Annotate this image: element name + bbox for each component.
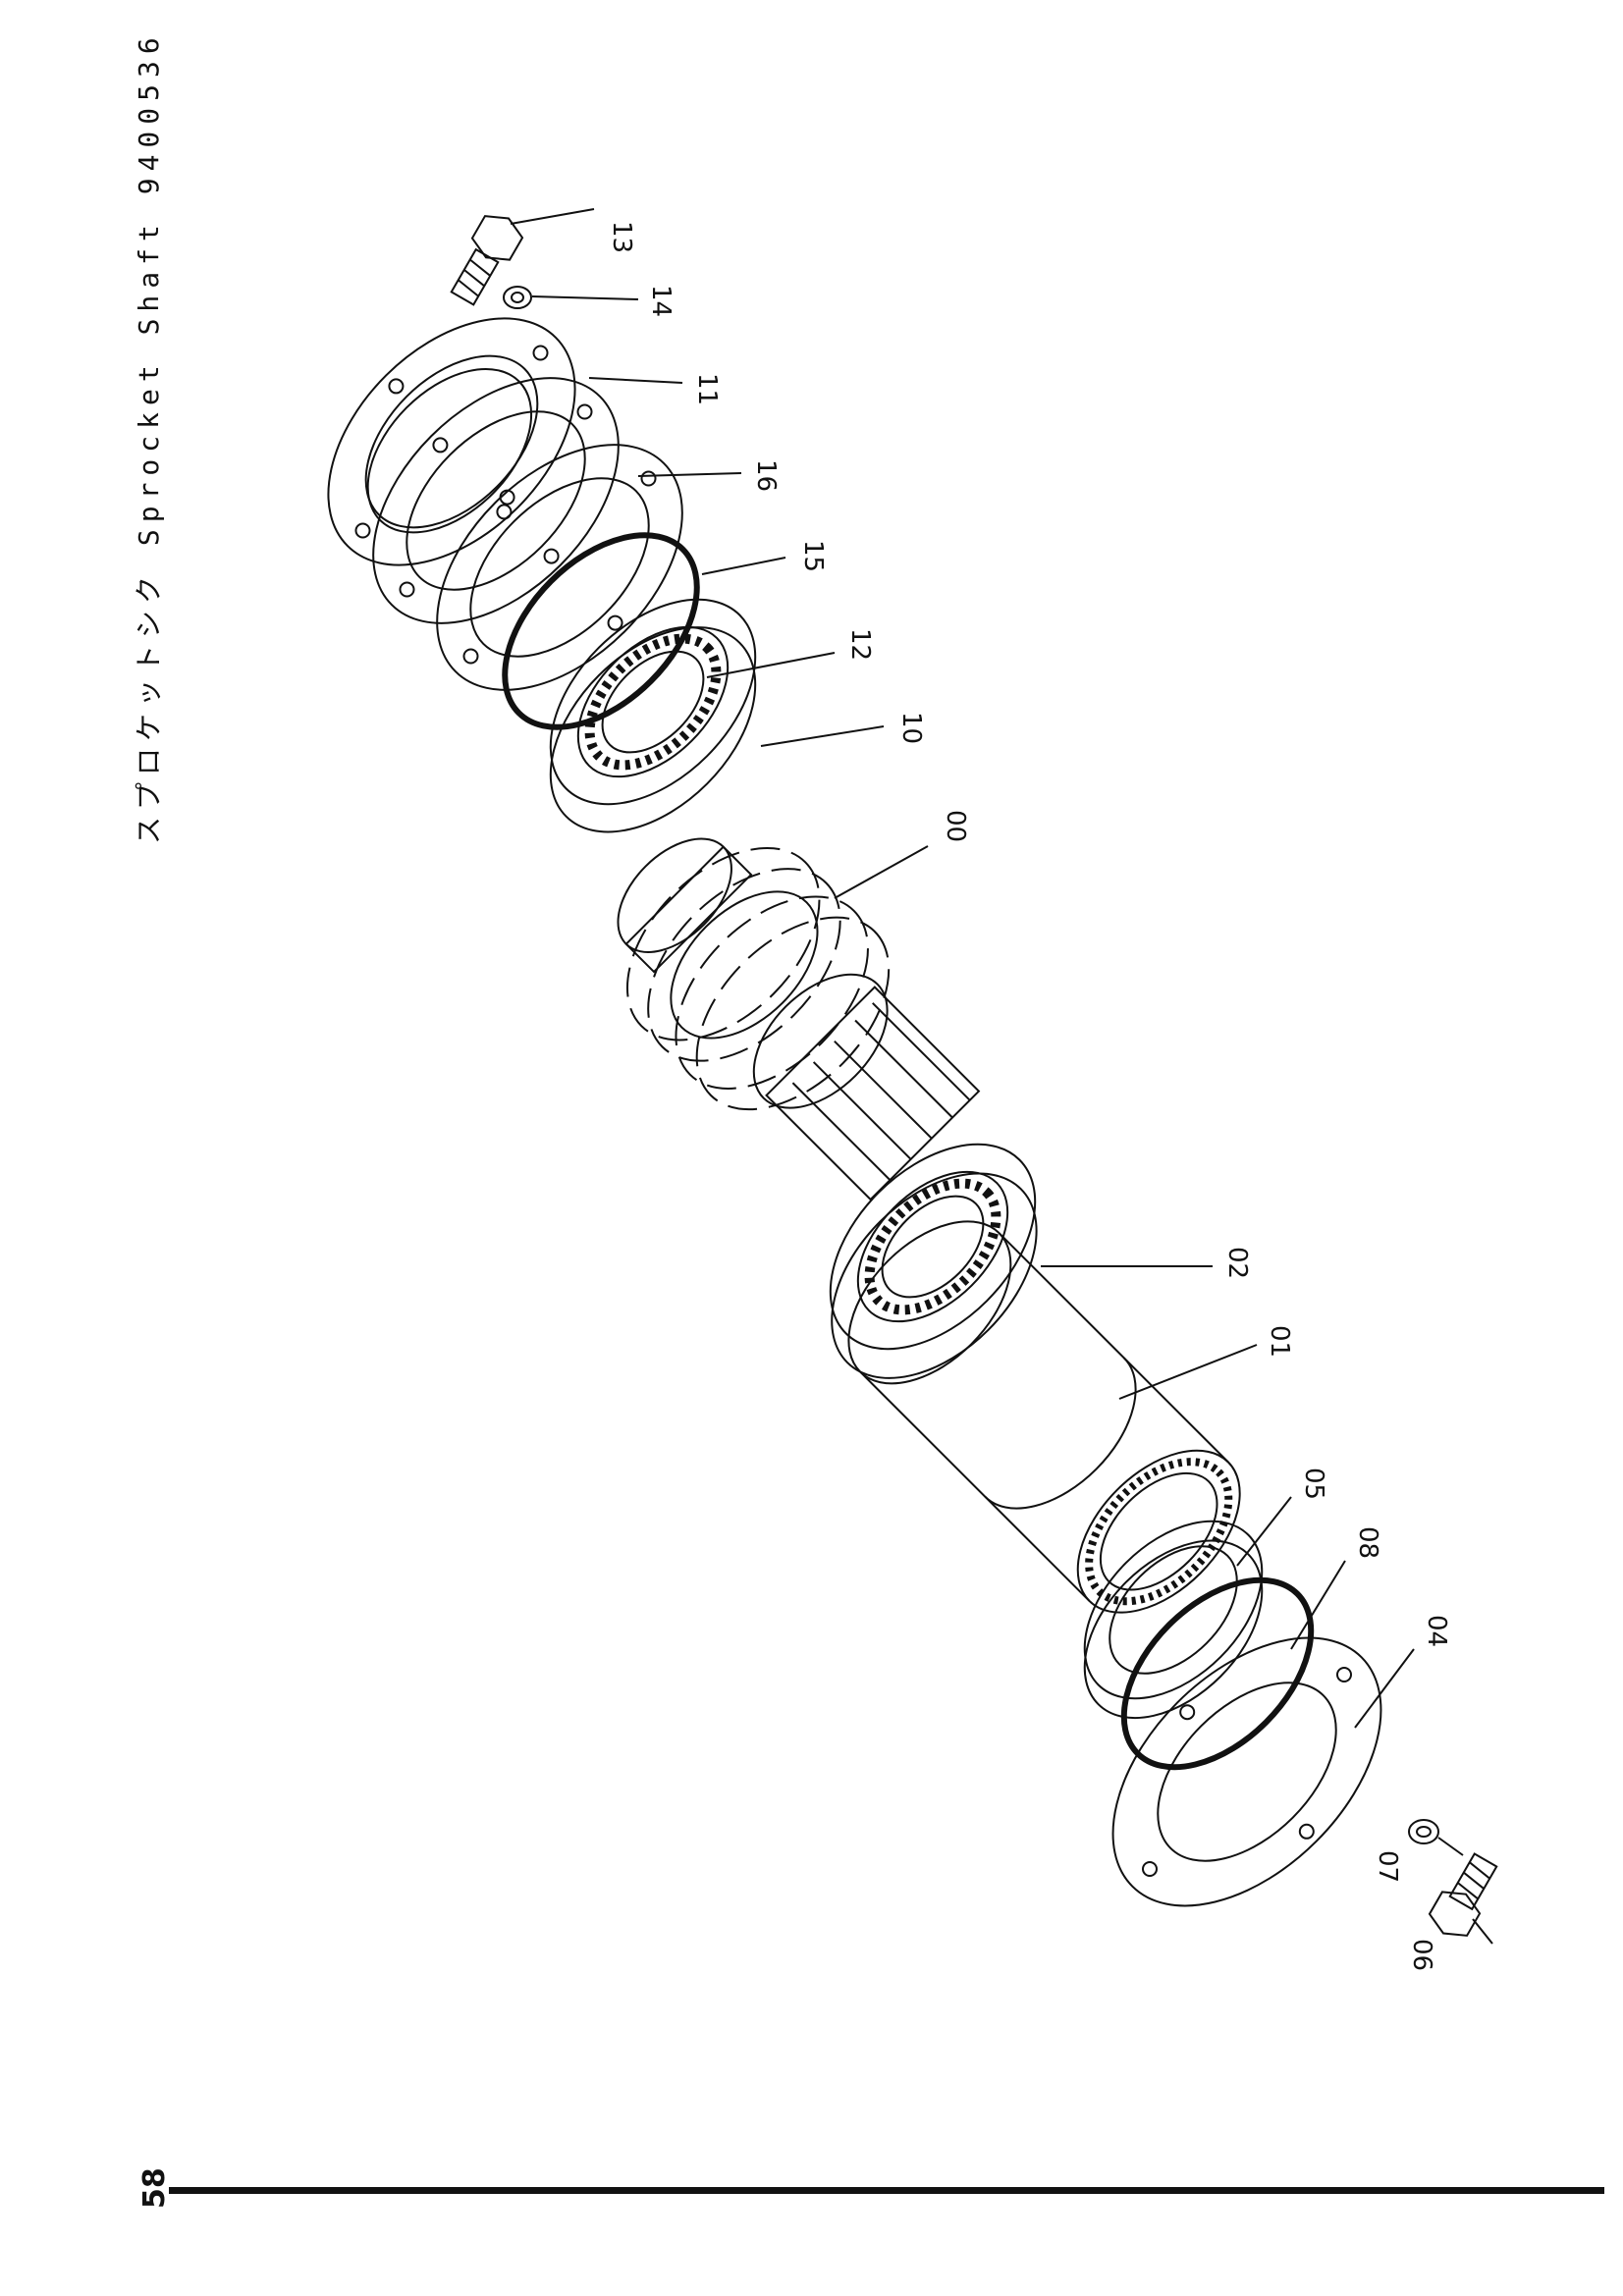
part-label-13: 13 (607, 221, 636, 253)
flange-11-drawing (327, 317, 576, 566)
plate-16-drawing (372, 377, 620, 624)
sprocket-shaft-00-drawing (617, 837, 981, 1201)
part-label-08: 08 (1353, 1526, 1382, 1559)
part-label-12: 12 (845, 628, 875, 661)
part-label-16: 16 (751, 459, 781, 492)
part-label-05: 05 (1299, 1468, 1328, 1500)
o-ring-12-drawing (502, 532, 700, 730)
part-label-06: 06 (1407, 1939, 1436, 1971)
part-label-07: 07 (1373, 1850, 1402, 1883)
part-label-15: 15 (798, 540, 828, 572)
part-label-04: 04 (1422, 1615, 1451, 1647)
part-label-01: 01 (1265, 1325, 1294, 1358)
part-label-10: 10 (896, 712, 926, 744)
bearing-02-drawing (829, 1143, 1038, 1379)
page-number: 58 (137, 2167, 172, 2209)
bolt-06-drawing (1428, 1852, 1498, 1937)
washer-14-drawing (503, 286, 532, 309)
housing-01-drawing (847, 1220, 1241, 1614)
o-ring-08-drawing (1120, 1576, 1315, 1771)
bearing-10-drawing (549, 598, 757, 833)
leader-lines (510, 208, 1493, 1945)
washer-07-drawing (1408, 1819, 1439, 1844)
bottom-rule (169, 2187, 1604, 2194)
part-label-02: 02 (1222, 1247, 1252, 1279)
plate-15-drawing (436, 444, 683, 691)
bolt-13-drawing (450, 215, 524, 306)
part-label-00: 00 (941, 810, 970, 842)
part-label-11: 11 (692, 373, 722, 405)
part-label-14: 14 (646, 285, 676, 317)
flange-04-drawing (1111, 1636, 1382, 1907)
seal-ring-05-drawing (1083, 1520, 1264, 1720)
